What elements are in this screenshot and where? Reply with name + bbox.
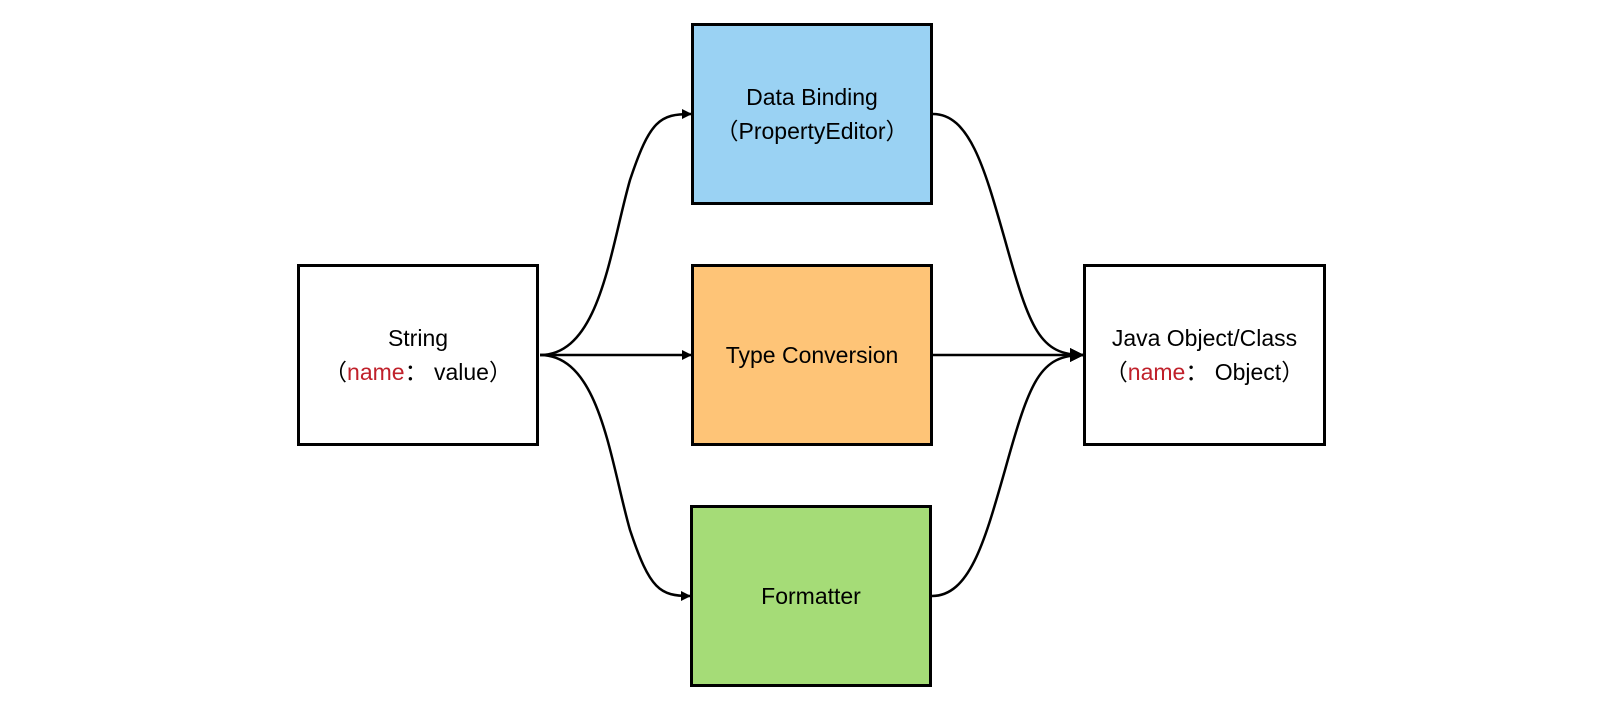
data-binding-title: Data Binding <box>746 84 878 110</box>
java-object-rest: ： Object） <box>1185 359 1305 385</box>
formatter-title: Formatter <box>761 583 861 609</box>
type-conversion-node: Type Conversion <box>691 264 933 446</box>
string-node-title: String <box>387 325 449 351</box>
edge-formatter-to-javaobject <box>931 348 1084 598</box>
string-node-open-paren: （ <box>324 359 348 385</box>
string-node: String （name： value） <box>297 264 539 446</box>
data-binding-subtitle: （PropertyEditor） <box>715 118 909 144</box>
edge-string-to-formatter <box>539 353 691 601</box>
java-object-key: name <box>1127 359 1186 385</box>
edge-string-to-databinding <box>539 109 692 357</box>
data-binding-node: Data Binding （PropertyEditor） <box>691 23 933 205</box>
java-object-node: Java Object/Class （name： Object） <box>1083 264 1326 446</box>
string-node-rest: ： value） <box>404 359 512 385</box>
java-object-open-paren: （ <box>1104 359 1128 385</box>
java-object-title: Java Object/Class <box>1111 325 1298 351</box>
type-conversion-title: Type Conversion <box>725 342 899 368</box>
string-node-key: name <box>347 359 405 385</box>
java-object-subtitle: （name： Object） <box>1105 355 1304 389</box>
string-node-subtitle: （name： value） <box>324 355 512 389</box>
edge-databinding-to-javaobject <box>932 112 1084 362</box>
formatter-node: Formatter <box>690 505 932 687</box>
